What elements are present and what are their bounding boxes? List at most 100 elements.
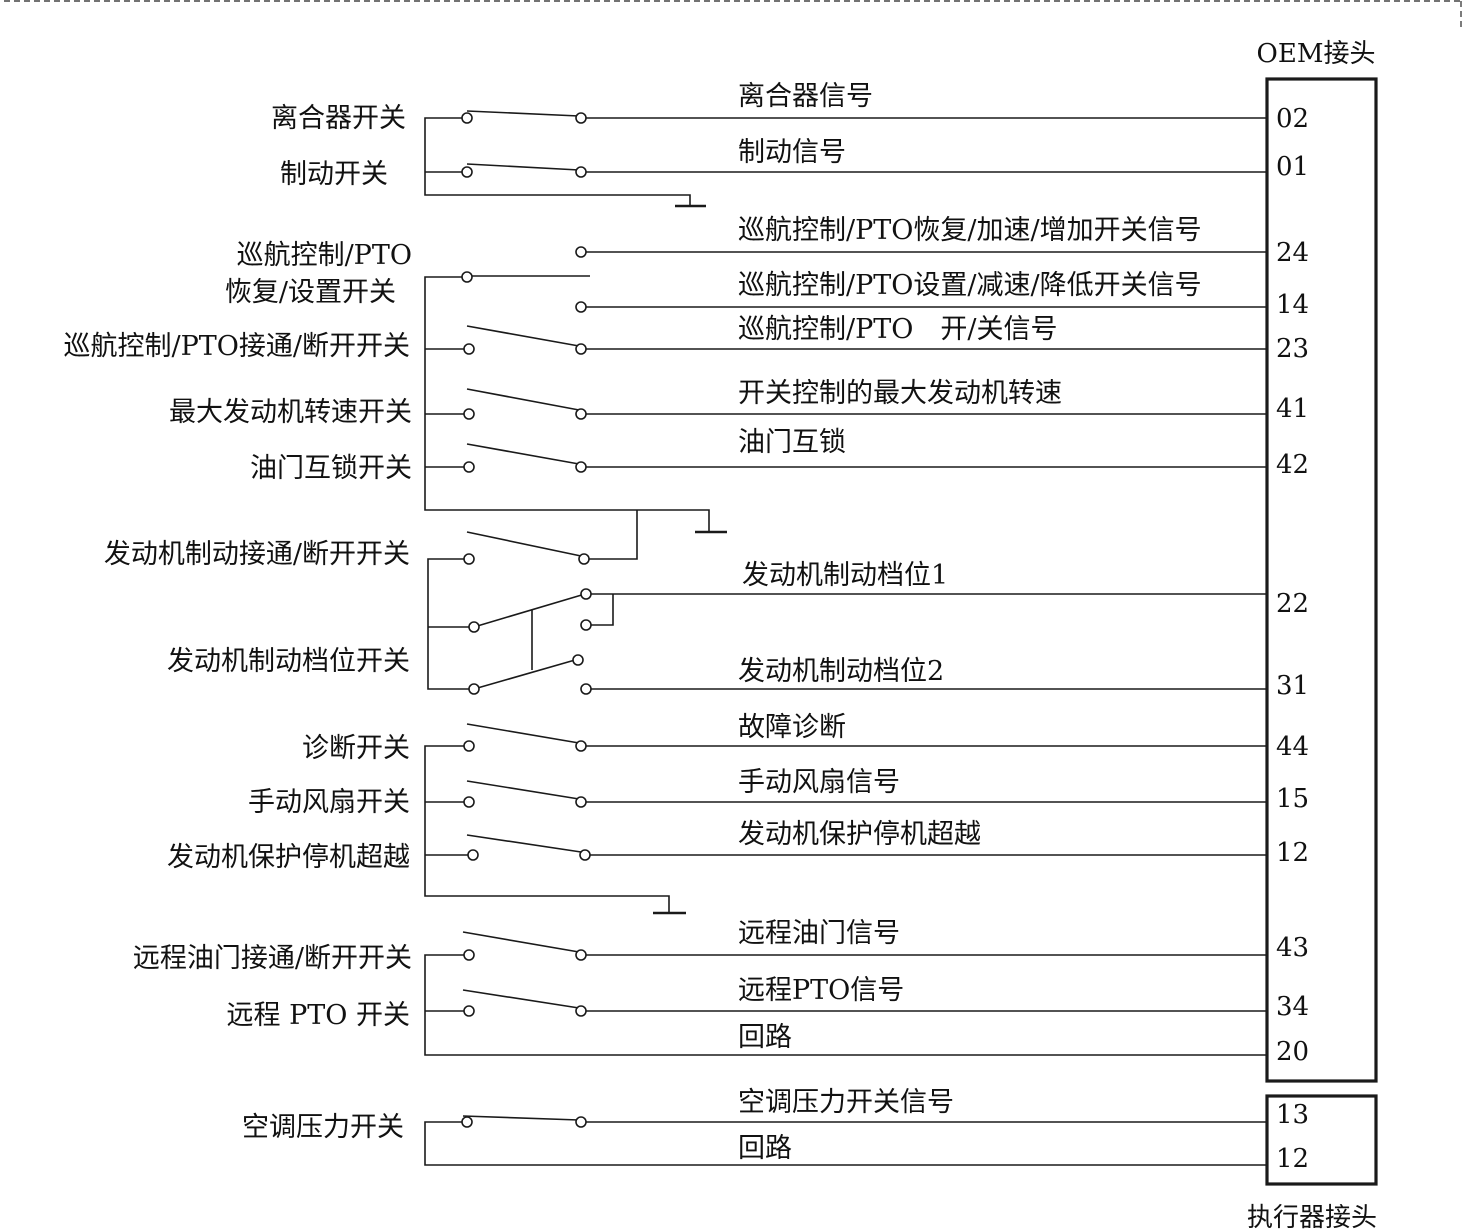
switch-blade-remote-pto — [462, 989, 580, 1009]
terminal — [575, 1005, 587, 1017]
signal-engine-brake-1: 发动机制动档位1 — [742, 560, 948, 591]
pin-44: 44 — [1276, 732, 1309, 762]
signal-return-1: 回路 — [738, 1022, 792, 1053]
signal-clutch: 离合器信号 — [738, 81, 873, 112]
terminal — [468, 683, 480, 695]
switch-label-max-speed: 最大发动机转速开关 — [169, 397, 412, 428]
terminal — [575, 461, 587, 473]
pin-42: 42 — [1276, 450, 1309, 480]
terminal — [463, 553, 475, 565]
switch-blade-cruise-onoff — [466, 325, 580, 347]
signal-protection-override: 发动机保护停机超越 — [738, 819, 981, 850]
switch-label-ac-pressure: 空调压力开关 — [242, 1112, 404, 1143]
signal-brake: 制动信号 — [738, 137, 846, 168]
terminal — [461, 1116, 473, 1128]
signal-max-speed: 开关控制的最大发动机转速 — [738, 378, 1062, 409]
terminal — [463, 796, 475, 808]
signal-cruise-onoff: 巡航控制/PTO 开/关信号 — [738, 314, 1058, 345]
terminal — [575, 301, 587, 313]
wire-group-2 — [424, 251, 1267, 531]
signal-engine-brake-2: 发动机制动档位2 — [738, 656, 944, 687]
terminal — [580, 683, 592, 695]
terminal — [575, 1116, 587, 1128]
wire-group-6 — [424, 1121, 1267, 1166]
pin-31: 31 — [1276, 671, 1309, 701]
switch-label-throttle-interlock: 油门互锁开关 — [250, 453, 412, 484]
terminal — [580, 619, 592, 631]
switch-label-engine-brake-onoff: 发动机制动接通/断开开关 — [104, 539, 410, 570]
switch-blade-clutch — [466, 110, 580, 117]
switch-label-manual-fan: 手动风扇开关 — [248, 787, 410, 818]
switch-label-protection-override: 发动机保护停机超越 — [167, 842, 410, 873]
switch-blade-protection-override — [466, 834, 582, 853]
terminal — [463, 343, 475, 355]
oem-connector-box — [1265, 77, 1378, 1083]
switch-label-cruise-onoff: 巡航控制/PTO接通/断开开关 — [63, 331, 410, 362]
terminal — [467, 849, 479, 861]
signal-cruise-set: 巡航控制/PTO设置/减速/降低开关信号 — [738, 270, 1202, 301]
wire-group-1 — [424, 117, 1267, 205]
signal-return-2: 回路 — [738, 1133, 792, 1164]
terminal — [572, 654, 584, 666]
actuator-pin-12: 12 — [1276, 1144, 1309, 1174]
pin-20: 20 — [1276, 1037, 1309, 1067]
terminal — [463, 949, 475, 961]
pin-14: 14 — [1276, 290, 1309, 320]
pin-01: 01 — [1276, 152, 1309, 182]
pin-43: 43 — [1276, 933, 1309, 963]
terminal — [575, 740, 587, 752]
pin-12: 12 — [1276, 838, 1309, 868]
switch-label-remote-pto: 远程 PTO 开关 — [227, 1000, 410, 1031]
terminal — [575, 166, 587, 178]
wire-group-5 — [424, 954, 1267, 1056]
switch-blade-engine-brake-onoff — [466, 531, 582, 557]
page-border — [4, 0, 1462, 30]
pin-23: 23 — [1276, 334, 1309, 364]
switch-label-brake: 制动开关 — [280, 159, 388, 190]
terminal — [463, 461, 475, 473]
signal-diagnostic: 故障诊断 — [738, 712, 846, 743]
actuator-connector-title: 执行器接头 — [1247, 1203, 1377, 1232]
switch-blade-throttle-interlock — [466, 443, 580, 465]
terminal — [575, 112, 587, 124]
switch-blade-max-speed — [466, 388, 580, 411]
switch-terminals — [461, 112, 592, 1128]
switch-blade-remote-throttle — [462, 931, 580, 953]
actuator-pin-13: 13 — [1276, 1100, 1309, 1130]
signal-ac-pressure: 空调压力开关信号 — [738, 1087, 954, 1118]
pin-15: 15 — [1276, 784, 1309, 814]
signal-remote-pto: 远程PTO信号 — [738, 975, 904, 1006]
pin-41: 41 — [1276, 394, 1309, 424]
terminal — [575, 949, 587, 961]
terminal — [461, 166, 473, 178]
switch-label-cruise-line1: 巡航控制/PTO — [237, 240, 412, 271]
terminal — [578, 553, 590, 565]
terminal — [461, 271, 473, 283]
pin-34: 34 — [1276, 992, 1309, 1022]
terminal — [468, 621, 480, 633]
switch-blade-brake — [466, 163, 580, 171]
pin-22: 22 — [1276, 589, 1309, 619]
terminal — [575, 343, 587, 355]
wire-group-3 — [427, 510, 1267, 690]
signal-throttle-interlock: 油门互锁 — [738, 427, 846, 458]
terminal — [575, 408, 587, 420]
actuator-connector-box — [1265, 1094, 1378, 1186]
signal-manual-fan: 手动风扇信号 — [738, 767, 900, 798]
signal-cruise-resume: 巡航控制/PTO恢复/加速/增加开关信号 — [738, 215, 1202, 246]
switch-label-cruise-line2: 恢复/设置开关 — [225, 277, 396, 308]
switch-blade-manual-fan — [466, 780, 580, 800]
oem-connector-title: OEM接头 — [1257, 39, 1376, 69]
terminal — [463, 1005, 475, 1017]
wire-group-4 — [424, 745, 1267, 912]
signal-remote-throttle: 远程油门信号 — [738, 918, 900, 949]
terminal — [461, 112, 473, 124]
terminal — [463, 740, 475, 752]
switch-blade-ac-pressure — [462, 1115, 580, 1121]
switch-label-remote-throttle: 远程油门接通/断开开关 — [133, 943, 412, 974]
switch-label-engine-brake-level: 发动机制动档位开关 — [167, 646, 410, 677]
switch-label-clutch: 离合器开关 — [271, 103, 406, 134]
switch-blade-engine-brake-level-2 — [473, 659, 576, 690]
terminal — [575, 796, 587, 808]
